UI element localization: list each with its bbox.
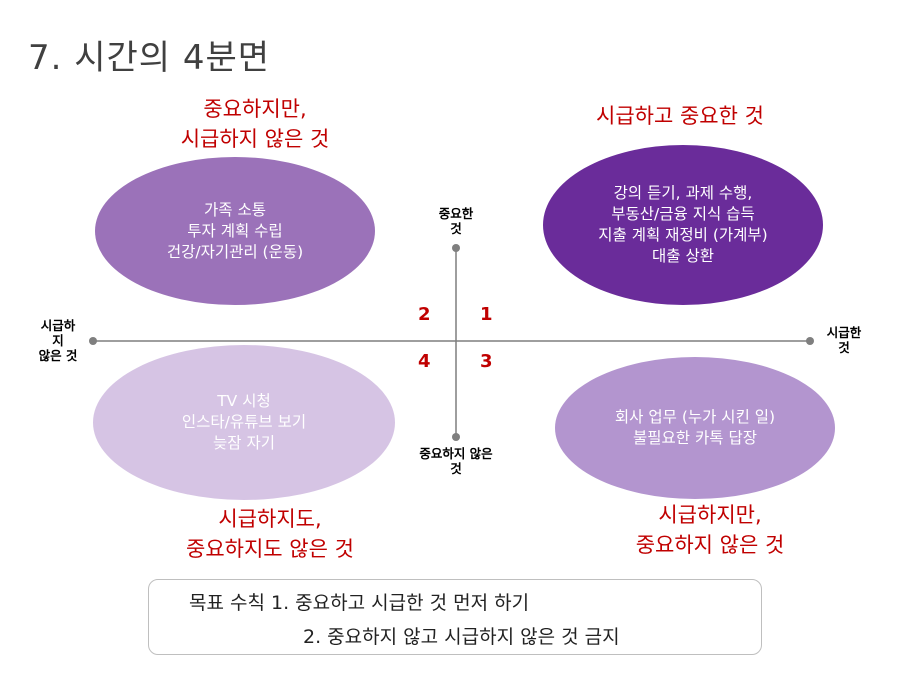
list-item: TV 시청: [217, 392, 271, 410]
axis-label-line: 중요하지 않은: [419, 446, 493, 461]
header-line: 시급하고 중요한 것: [596, 104, 764, 128]
axis-label-line: 않은 것: [38, 348, 78, 363]
quadrant-1-ellipse: 강의 듣기, 과제 수행, 부동산/금융 지식 습득 지출 계획 재정비 (가계…: [543, 145, 823, 305]
quadrant-number-2: 2: [418, 304, 431, 325]
header-line: 중요하지도 않은 것: [186, 537, 354, 561]
axis-label-not-important: 중요하지 않은 것: [396, 446, 516, 476]
quadrant-number-1: 1: [480, 304, 493, 325]
page-title: 7. 시간의 4분면: [28, 38, 271, 78]
axis-bottom-endpoint: [452, 433, 460, 441]
quadrant-4-header: 시급하지도, 중요하지도 않은 것: [140, 504, 400, 564]
axis-left-endpoint: [89, 337, 97, 345]
axis-label-not-urgent: 시급하 지 않은 것: [20, 318, 96, 363]
axis-label-line: 시급한: [826, 325, 862, 340]
header-line: 시급하지만,: [658, 503, 762, 527]
list-item: 늦잠 자기: [213, 434, 275, 452]
list-item: 가족 소통: [204, 200, 266, 219]
quadrant-3-ellipse: 회사 업무 (누가 시킨 일) 불필요한 카톡 답장: [555, 357, 835, 499]
header-line: 시급하지도,: [218, 507, 322, 531]
rules-box: 목표 수칙 1. 중요하고 시급한 것 먼저 하기 2. 중요하지 않고 시급하…: [148, 579, 762, 655]
quadrant-1-header: 시급하고 중요한 것: [555, 101, 805, 131]
list-item: 불필요한 카톡 답장: [633, 429, 757, 447]
header-line: 중요하지 않은 것: [635, 533, 785, 557]
axis-label-important: 중요한 것: [406, 206, 506, 236]
quadrant-4-items: TV 시청 인스타/유튜브 보기 늦잠 자기: [182, 391, 306, 454]
axis-label-line: 것: [450, 221, 462, 236]
quadrant-2-items: 가족 소통 투자 계획 수립 건강/자기관리 (운동): [167, 200, 303, 263]
axis-label-line: 것: [838, 340, 850, 355]
list-item: 부동산/금융 지식 습득: [611, 205, 755, 223]
header-line: 중요하지만,: [203, 97, 307, 121]
quadrant-1-items: 강의 듣기, 과제 수행, 부동산/금융 지식 습득 지출 계획 재정비 (가계…: [598, 183, 767, 267]
axis-right-endpoint: [806, 337, 814, 345]
quadrant-2-header: 중요하지만, 시급하지 않은 것: [140, 94, 370, 154]
axis-label-line: 중요한: [438, 206, 474, 221]
rule-line-1: 목표 수칙 1. 중요하고 시급한 것 먼저 하기: [189, 592, 530, 614]
quadrant-number-4: 4: [418, 351, 431, 372]
quadrant-4-ellipse: TV 시청 인스타/유튜브 보기 늦잠 자기: [93, 345, 395, 500]
axis-label-line: 지: [52, 333, 64, 348]
quadrant-3-header: 시급하지만, 중요하지 않은 것: [590, 500, 830, 560]
quadrant-3-items: 회사 업무 (누가 시킨 일) 불필요한 카톡 답장: [615, 407, 775, 449]
quadrant-number-3: 3: [480, 351, 493, 372]
list-item: 강의 듣기, 과제 수행,: [613, 184, 753, 202]
list-item: 지출 계획 재정비 (가계부): [598, 226, 768, 244]
quadrant-2-ellipse: 가족 소통 투자 계획 수립 건강/자기관리 (운동): [95, 157, 375, 305]
list-item: 투자 계획 수립: [187, 221, 283, 240]
rule-line-2: 2. 중요하지 않고 시급하지 않은 것 금지: [303, 626, 620, 648]
axis-label-line: 시급하: [40, 318, 76, 333]
axis-label-urgent: 시급한 것: [814, 325, 874, 355]
list-item: 대출 상환: [652, 247, 714, 265]
list-item: 회사 업무 (누가 시킨 일): [614, 408, 776, 426]
list-item: 건강/자기관리 (운동): [166, 242, 304, 261]
axis-label-line: 것: [450, 461, 462, 476]
list-item: 인스타/유튜브 보기: [181, 413, 307, 431]
header-line: 시급하지 않은 것: [180, 127, 330, 151]
axis-top-endpoint: [452, 244, 460, 252]
